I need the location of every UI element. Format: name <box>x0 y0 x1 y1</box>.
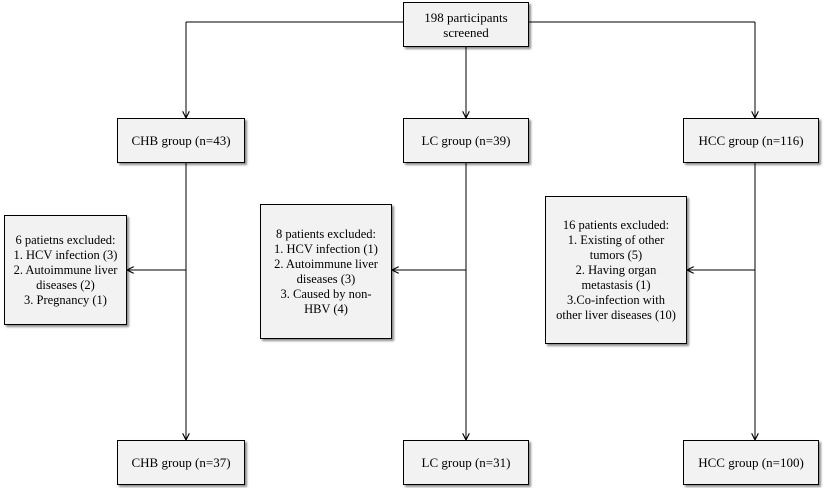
hcc-excluded-line-1: 16 patients excluded: <box>562 217 670 232</box>
hcc-excluded-line-3: tumors (5) <box>589 247 643 262</box>
chb-excluded-line-5: 3. Pregnancy (1) <box>24 292 107 307</box>
lc-final-label: LC group (n=31) <box>421 455 511 470</box>
chb-final-box: CHB group (n=37) <box>117 440 245 485</box>
lc-excluded-box: 8 patients excluded: 1. HCV infection (1… <box>260 204 392 339</box>
hcc-excluded-line-7: other liver diseases (10) <box>556 307 676 322</box>
chb-excluded-line-3: 2. Autoimmune liver <box>13 262 118 277</box>
lc-initial-label: LC group (n=39) <box>421 133 511 148</box>
hcc-final-box: HCC group (n=100) <box>683 440 819 485</box>
lc-excluded-line-2: 1. HCV infection (1) <box>274 241 378 256</box>
hcc-excluded-line-2: 1. Existing of other <box>567 232 665 247</box>
hcc-final-label: HCC group (n=100) <box>698 455 804 470</box>
chb-initial-box: CHB group (n=43) <box>117 118 245 163</box>
chb-excluded-box: 6 patietns excluded: 1. HCV infection (3… <box>4 215 127 325</box>
screened-line-1: 198 participants <box>424 9 508 25</box>
hcc-initial-box: HCC group (n=116) <box>683 118 819 163</box>
hcc-excluded-box: 16 patients excluded: 1. Existing of oth… <box>545 196 687 344</box>
chb-excluded-line-4: diseases (2) <box>36 277 95 292</box>
hcc-excluded-line-5: metastasis (1) <box>581 277 651 292</box>
chb-excluded-line-1: 6 patietns excluded: <box>15 232 116 247</box>
lc-initial-box: LC group (n=39) <box>403 118 529 163</box>
hcc-excluded-line-6: 3.Co-infection with <box>567 292 665 307</box>
chb-excluded-line-2: 1. HCV infection (3) <box>13 247 118 262</box>
hcc-excluded-line-4: 2. Having organ <box>575 262 657 277</box>
hcc-initial-label: HCC group (n=116) <box>698 133 804 148</box>
lc-excluded-line-4: diseases (3) <box>296 271 356 286</box>
lc-excluded-line-1: 8 patients excluded: <box>276 226 376 241</box>
lc-excluded-line-3: 2. Autoimmune liver <box>274 256 378 271</box>
chb-initial-label: CHB group (n=43) <box>131 133 231 148</box>
lc-final-box: LC group (n=31) <box>403 440 529 485</box>
screened-line-2: screened <box>443 24 489 40</box>
screened-box: 198 participants screened <box>403 2 529 47</box>
lc-excluded-line-6: HBV (4) <box>304 301 348 316</box>
chb-final-label: CHB group (n=37) <box>131 455 231 470</box>
lc-excluded-line-5: 3. Caused by non- <box>280 286 372 301</box>
